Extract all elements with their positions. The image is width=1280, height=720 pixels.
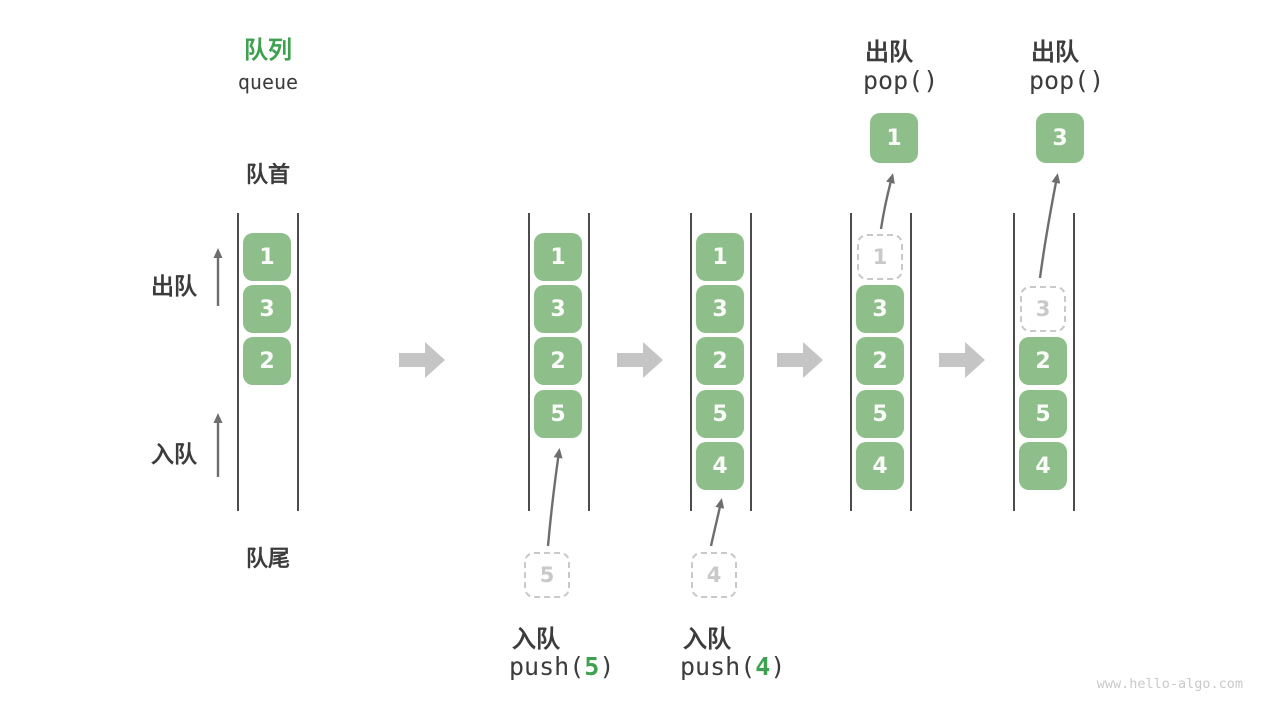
queue-element: 3	[696, 285, 744, 333]
step-arrow-icon	[777, 342, 823, 378]
queue-element: 2	[534, 337, 582, 385]
channel-line	[690, 213, 692, 511]
queue-element: 2	[696, 337, 744, 385]
push-arg: 4	[755, 652, 771, 681]
channel-line	[750, 213, 752, 511]
push-op-label: 入队	[683, 626, 731, 653]
queue-element: 2	[1019, 337, 1067, 385]
popped-element-ghost: 1	[857, 234, 903, 280]
pop-op-label: 出队	[1031, 39, 1079, 66]
channel-line	[850, 213, 852, 511]
channel-line	[1013, 213, 1015, 511]
incoming-element-ghost: 5	[524, 552, 570, 598]
channel-line	[297, 213, 299, 511]
queue-rear-label: 队尾	[245, 546, 290, 571]
push-call-label: push(5)	[509, 652, 614, 681]
queue-element: 1	[696, 233, 744, 281]
diagram-subtitle: queue	[237, 70, 299, 94]
pop-call-label: pop()	[863, 66, 939, 95]
watermark: www.hello-algo.com	[1096, 676, 1243, 692]
queue-element: 4	[856, 442, 904, 490]
queue-element: 3	[243, 285, 291, 333]
push5-arrow-icon	[546, 448, 563, 547]
popped-element: 3	[1036, 113, 1084, 163]
queue-element: 2	[856, 337, 904, 385]
dequeue-side-label: 出队	[151, 273, 197, 299]
queue-element: 3	[534, 285, 582, 333]
code-text: push(	[509, 652, 585, 681]
queue-element: 5	[534, 390, 582, 438]
pop1-arrow-icon	[879, 173, 895, 230]
channel-line	[237, 213, 239, 511]
channel-line	[1073, 213, 1075, 511]
push-op-label: 入队	[512, 626, 560, 653]
channel-line	[528, 213, 530, 511]
step-arrow-icon	[617, 342, 663, 378]
code-text: )	[599, 652, 615, 681]
popped-element-ghost: 3	[1020, 286, 1066, 332]
diagram-title: 队列	[244, 37, 292, 64]
queue-element: 1	[534, 233, 582, 281]
pop-op-label: 出队	[865, 39, 913, 66]
enqueue-side-label: 入队	[151, 441, 197, 467]
step-arrow-icon	[939, 342, 985, 378]
incoming-element-ghost: 4	[691, 552, 737, 598]
queue-element: 5	[856, 390, 904, 438]
queue-element: 1	[243, 233, 291, 281]
step-arrow-icon	[399, 342, 445, 378]
push-call-label: push(4)	[680, 652, 785, 681]
queue-element: 3	[856, 285, 904, 333]
pop3-arrow-icon	[1038, 173, 1061, 279]
queue-element: 2	[243, 337, 291, 385]
channel-line	[910, 213, 912, 511]
pop-call-label: pop()	[1029, 66, 1105, 95]
queue-element: 4	[1019, 442, 1067, 490]
push-arg: 5	[584, 652, 600, 681]
queue-element: 5	[696, 390, 744, 438]
channel-line	[588, 213, 590, 511]
queue-element: 5	[1019, 390, 1067, 438]
queue-front-label: 队首	[245, 162, 290, 187]
code-text: )	[770, 652, 786, 681]
popped-element: 1	[870, 113, 918, 163]
code-text: push(	[680, 652, 756, 681]
queue-element: 4	[696, 442, 744, 490]
push4-arrow-icon	[709, 498, 725, 547]
